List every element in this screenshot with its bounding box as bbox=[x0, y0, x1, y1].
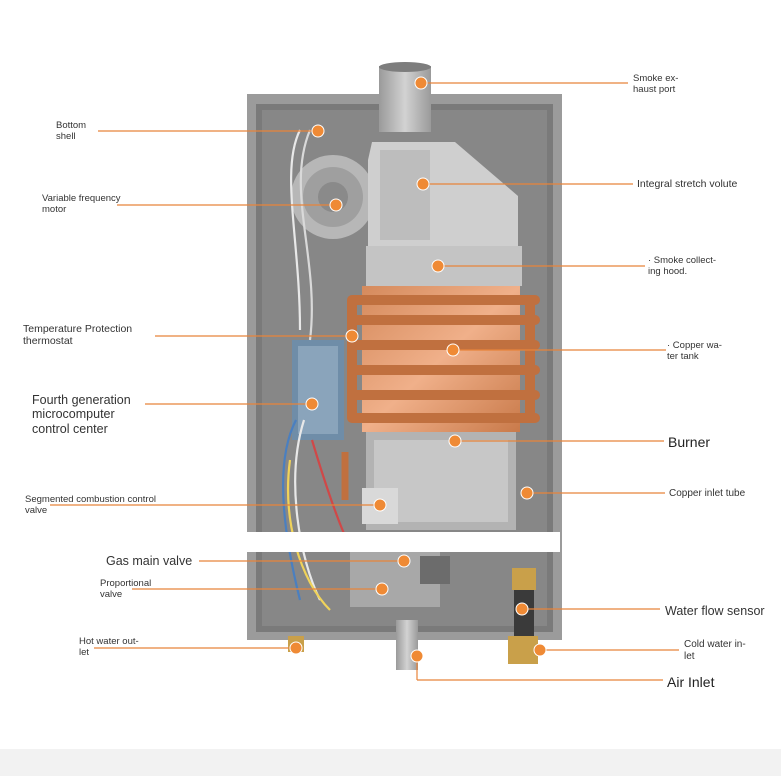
label-cold-inlet: Cold water in-let bbox=[684, 639, 746, 662]
bottom-band bbox=[0, 749, 781, 776]
label-hot-outlet: Hot water out-let bbox=[79, 636, 139, 658]
label-water-flow: Water flow sensor bbox=[665, 604, 765, 618]
label-air-inlet: Air Inlet bbox=[667, 674, 715, 690]
label-integral-volute: Integral stretch volute bbox=[637, 178, 738, 190]
label-gas-main: Gas main valve bbox=[106, 554, 193, 568]
marker-burner bbox=[448, 434, 462, 448]
exhaust-port bbox=[379, 66, 431, 132]
marker-segmented bbox=[373, 498, 387, 512]
marker-volute bbox=[416, 177, 430, 191]
copper-tank bbox=[362, 286, 520, 432]
marker-hot-outlet bbox=[289, 641, 303, 655]
marker-motor bbox=[329, 198, 343, 212]
marker-cold-inlet bbox=[533, 643, 547, 657]
label-smoke-exhaust: Smoke ex-haust port bbox=[633, 73, 679, 95]
label-copper-inlet: Copper inlet tube bbox=[669, 488, 746, 499]
marker-thermostat bbox=[345, 329, 359, 343]
label-smoke-hood: · Smoke collect-ing hood. bbox=[648, 255, 717, 277]
air-inlet-fitting bbox=[396, 620, 418, 670]
marker-flow bbox=[515, 602, 529, 616]
label-copper-tank: · Copper wa-ter tank bbox=[667, 340, 722, 362]
marker-bottom-shell bbox=[311, 124, 325, 138]
marker-tank bbox=[446, 343, 460, 357]
marker-inlet-tube bbox=[520, 486, 534, 500]
marker-air-inlet bbox=[410, 649, 424, 663]
marker-hood bbox=[431, 259, 445, 273]
marker-control bbox=[305, 397, 319, 411]
marker-gas-main bbox=[397, 554, 411, 568]
marker-exhaust bbox=[414, 76, 428, 90]
marker-proportional bbox=[375, 582, 389, 596]
label-burner: Burner bbox=[668, 434, 711, 450]
